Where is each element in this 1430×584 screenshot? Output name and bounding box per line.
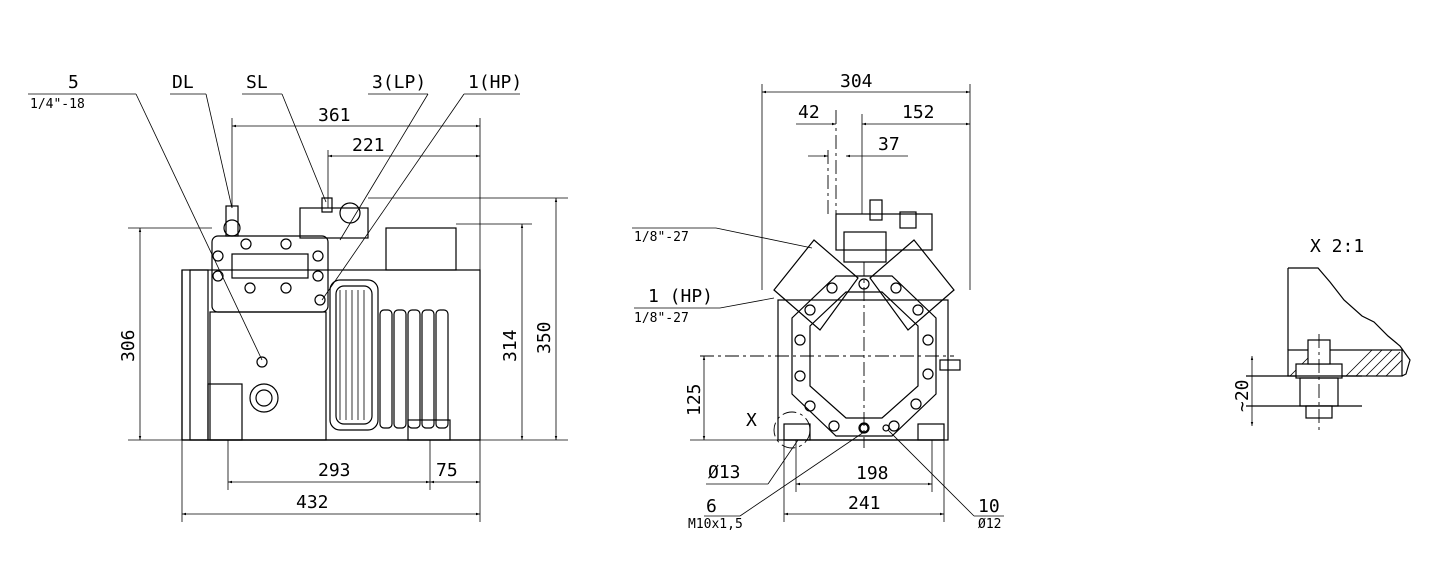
dim-head-length: 221: [352, 135, 385, 156]
side-view: 5 1/4"-18 DL SL 3(LP) 1(HP) 361: [28, 72, 568, 522]
front-dimensions: 304 42 152 37 125 198 241: [684, 71, 971, 522]
lp-label: 3(LP): [372, 72, 426, 93]
dl-label: DL: [172, 72, 194, 93]
end-cover-bolts: [794, 278, 934, 434]
foot-right: [407, 419, 451, 441]
front-hp-thread-label: 1/8"-27: [634, 311, 689, 326]
oil-sight-glass: [249, 383, 279, 413]
detail-outline: [1288, 267, 1411, 377]
bolts-label: 6: [706, 496, 717, 517]
port5-label: 5: [68, 72, 79, 93]
holes-label: 10: [978, 496, 1000, 517]
dim-feet-inner: 198: [856, 463, 889, 484]
dim-height-body: 314: [500, 329, 521, 362]
dim-overall-width: 304: [840, 71, 873, 92]
dim-base-length: 432: [296, 492, 329, 513]
dim-foot-spacing: 293: [318, 460, 351, 481]
hp-label: 1(HP): [468, 72, 522, 93]
hole-dia-label: Ø13: [708, 462, 741, 483]
front-hp-label: 1 (HP): [648, 286, 713, 307]
top-manifold: [835, 213, 933, 251]
detail-title: X 2:1: [1310, 236, 1364, 257]
dim-axis-height: 125: [684, 383, 705, 416]
detail-dim: ~20: [1232, 379, 1253, 412]
cylinder-right: [869, 239, 955, 331]
crankcase: [209, 311, 327, 441]
head-bolts: [212, 238, 326, 306]
sl-label: SL: [246, 72, 268, 93]
thread-top-label: 1/8"-27: [634, 230, 689, 245]
dim-foot-offset: 75: [436, 460, 458, 481]
dim-offset-left: 42: [798, 102, 820, 123]
side-dimensions: 361 221 306 314 350 293 75 432: [118, 105, 568, 522]
end-cover-outer: [791, 275, 937, 437]
side-labels: 5 1/4"-18 DL SL 3(LP) 1(HP): [28, 72, 522, 361]
detail-x-marker: [773, 411, 811, 449]
front-labels: 1/8"-27 1 (HP) 1/8"-27 X Ø13 6 M10x1,5 1…: [632, 227, 1004, 532]
dim-overall-length: 361: [318, 105, 351, 126]
foot-left: [207, 383, 243, 441]
compressor-body: [181, 269, 481, 441]
dim-offset-right: 152: [902, 102, 935, 123]
dim-height-left: 306: [118, 329, 139, 362]
detail-view: X 2:1 ~20: [1232, 236, 1411, 432]
front-view: 1/8"-27 1 (HP) 1/8"-27 X Ø13 6 M10x1,5 1…: [632, 71, 1004, 532]
detail-x-label: X: [746, 410, 757, 431]
suction-valve: [299, 207, 369, 239]
front-body: [777, 299, 949, 441]
cooling-fins: [329, 279, 449, 431]
oil-drain-plug: [256, 356, 268, 368]
bolt-size-label: M10x1,5: [688, 517, 743, 532]
cylinder-left: [773, 239, 859, 331]
dim-height-total: 350: [534, 321, 555, 354]
cylinder-head: [211, 235, 329, 313]
holes-dia-label: Ø12: [978, 517, 1001, 532]
dim-feet-outer: 241: [848, 493, 881, 514]
port5-thread-label: 1/4"-18: [30, 97, 85, 112]
dim-offset-small: 37: [878, 134, 900, 155]
